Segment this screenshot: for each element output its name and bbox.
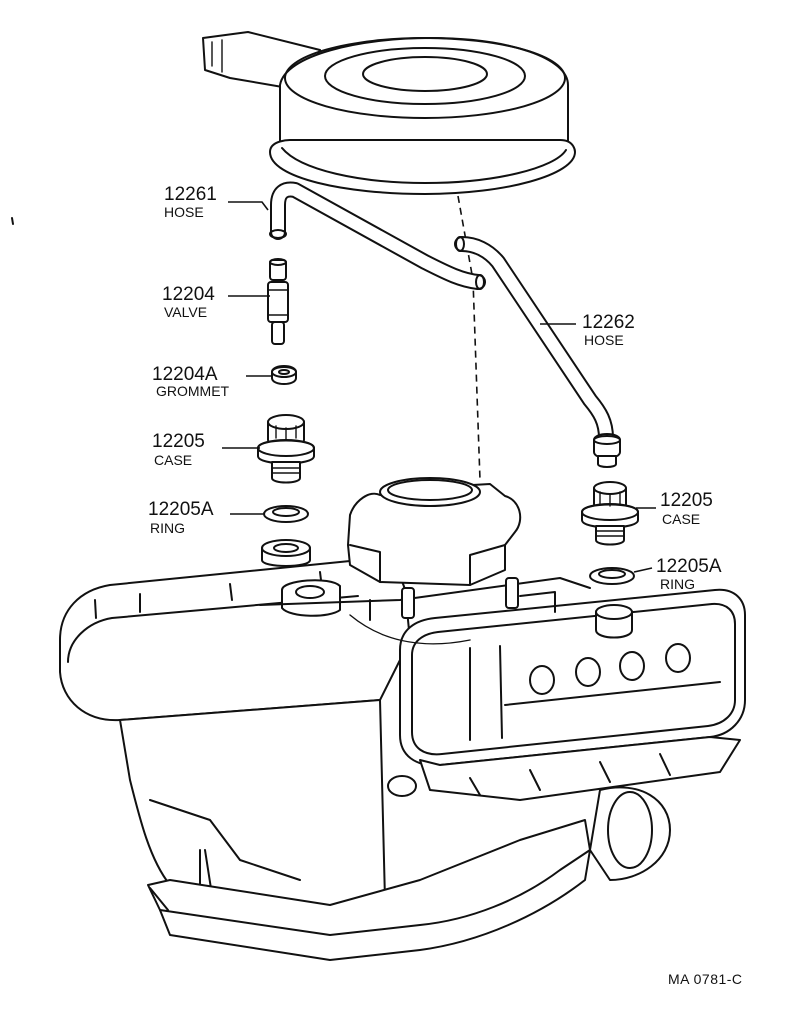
ring-12205a-left-part: [263, 505, 309, 523]
valve-12204-part: [267, 258, 289, 345]
ring-12205a-right-part: [589, 567, 635, 585]
leader-12205a-right: [633, 567, 653, 573]
callout-number: 12205A: [656, 556, 722, 577]
hose-12262-part: [454, 236, 614, 446]
callout-number: 12205A: [148, 499, 214, 520]
callout-name: HOSE: [164, 204, 204, 220]
callout-name: VALVE: [164, 304, 207, 320]
callout-number: 12205: [660, 490, 713, 511]
leader-12261: [228, 201, 269, 211]
hose-12261-part: [269, 181, 486, 290]
callout-ring-12205a-left: 12205A RING: [148, 499, 214, 536]
intake-manifold: [259, 477, 591, 645]
callout-name: GROMMET: [156, 383, 230, 399]
callout-number: 12205: [152, 431, 205, 452]
case-12205-left-part: [257, 414, 315, 484]
callout-valve-12204: 12204 VALVE: [162, 284, 215, 320]
callout-name: CASE: [154, 452, 192, 468]
callout-case-12205-right: 12205 CASE: [660, 490, 713, 527]
margin-mark: [11, 217, 14, 225]
callout-grommet-12204a: 12204A GROMMET: [152, 364, 230, 399]
engine-block: [59, 539, 746, 961]
callout-number: 12204: [162, 284, 215, 305]
grommet-12204a-part: [271, 365, 297, 385]
callout-number: 12204A: [152, 364, 218, 385]
reference-code: MA 0781-C: [668, 971, 743, 987]
callout-name: CASE: [662, 511, 700, 527]
callout-hose-12262: 12262 HOSE: [582, 312, 635, 348]
callout-name: RING: [150, 520, 185, 536]
callout-case-12205-left: 12205 CASE: [152, 431, 205, 468]
callout-name: RING: [660, 576, 695, 592]
air-cleaner: [202, 31, 576, 195]
callout-number: 12261: [164, 184, 217, 205]
callout-number: 12262: [582, 312, 635, 333]
case-12205-right-part: [581, 481, 639, 546]
callout-name: HOSE: [584, 332, 624, 348]
grommet-right-part: [593, 433, 621, 468]
callout-ring-12205a-right: 12205A RING: [656, 556, 722, 592]
callout-hose-12261: 12261 HOSE: [164, 184, 217, 220]
